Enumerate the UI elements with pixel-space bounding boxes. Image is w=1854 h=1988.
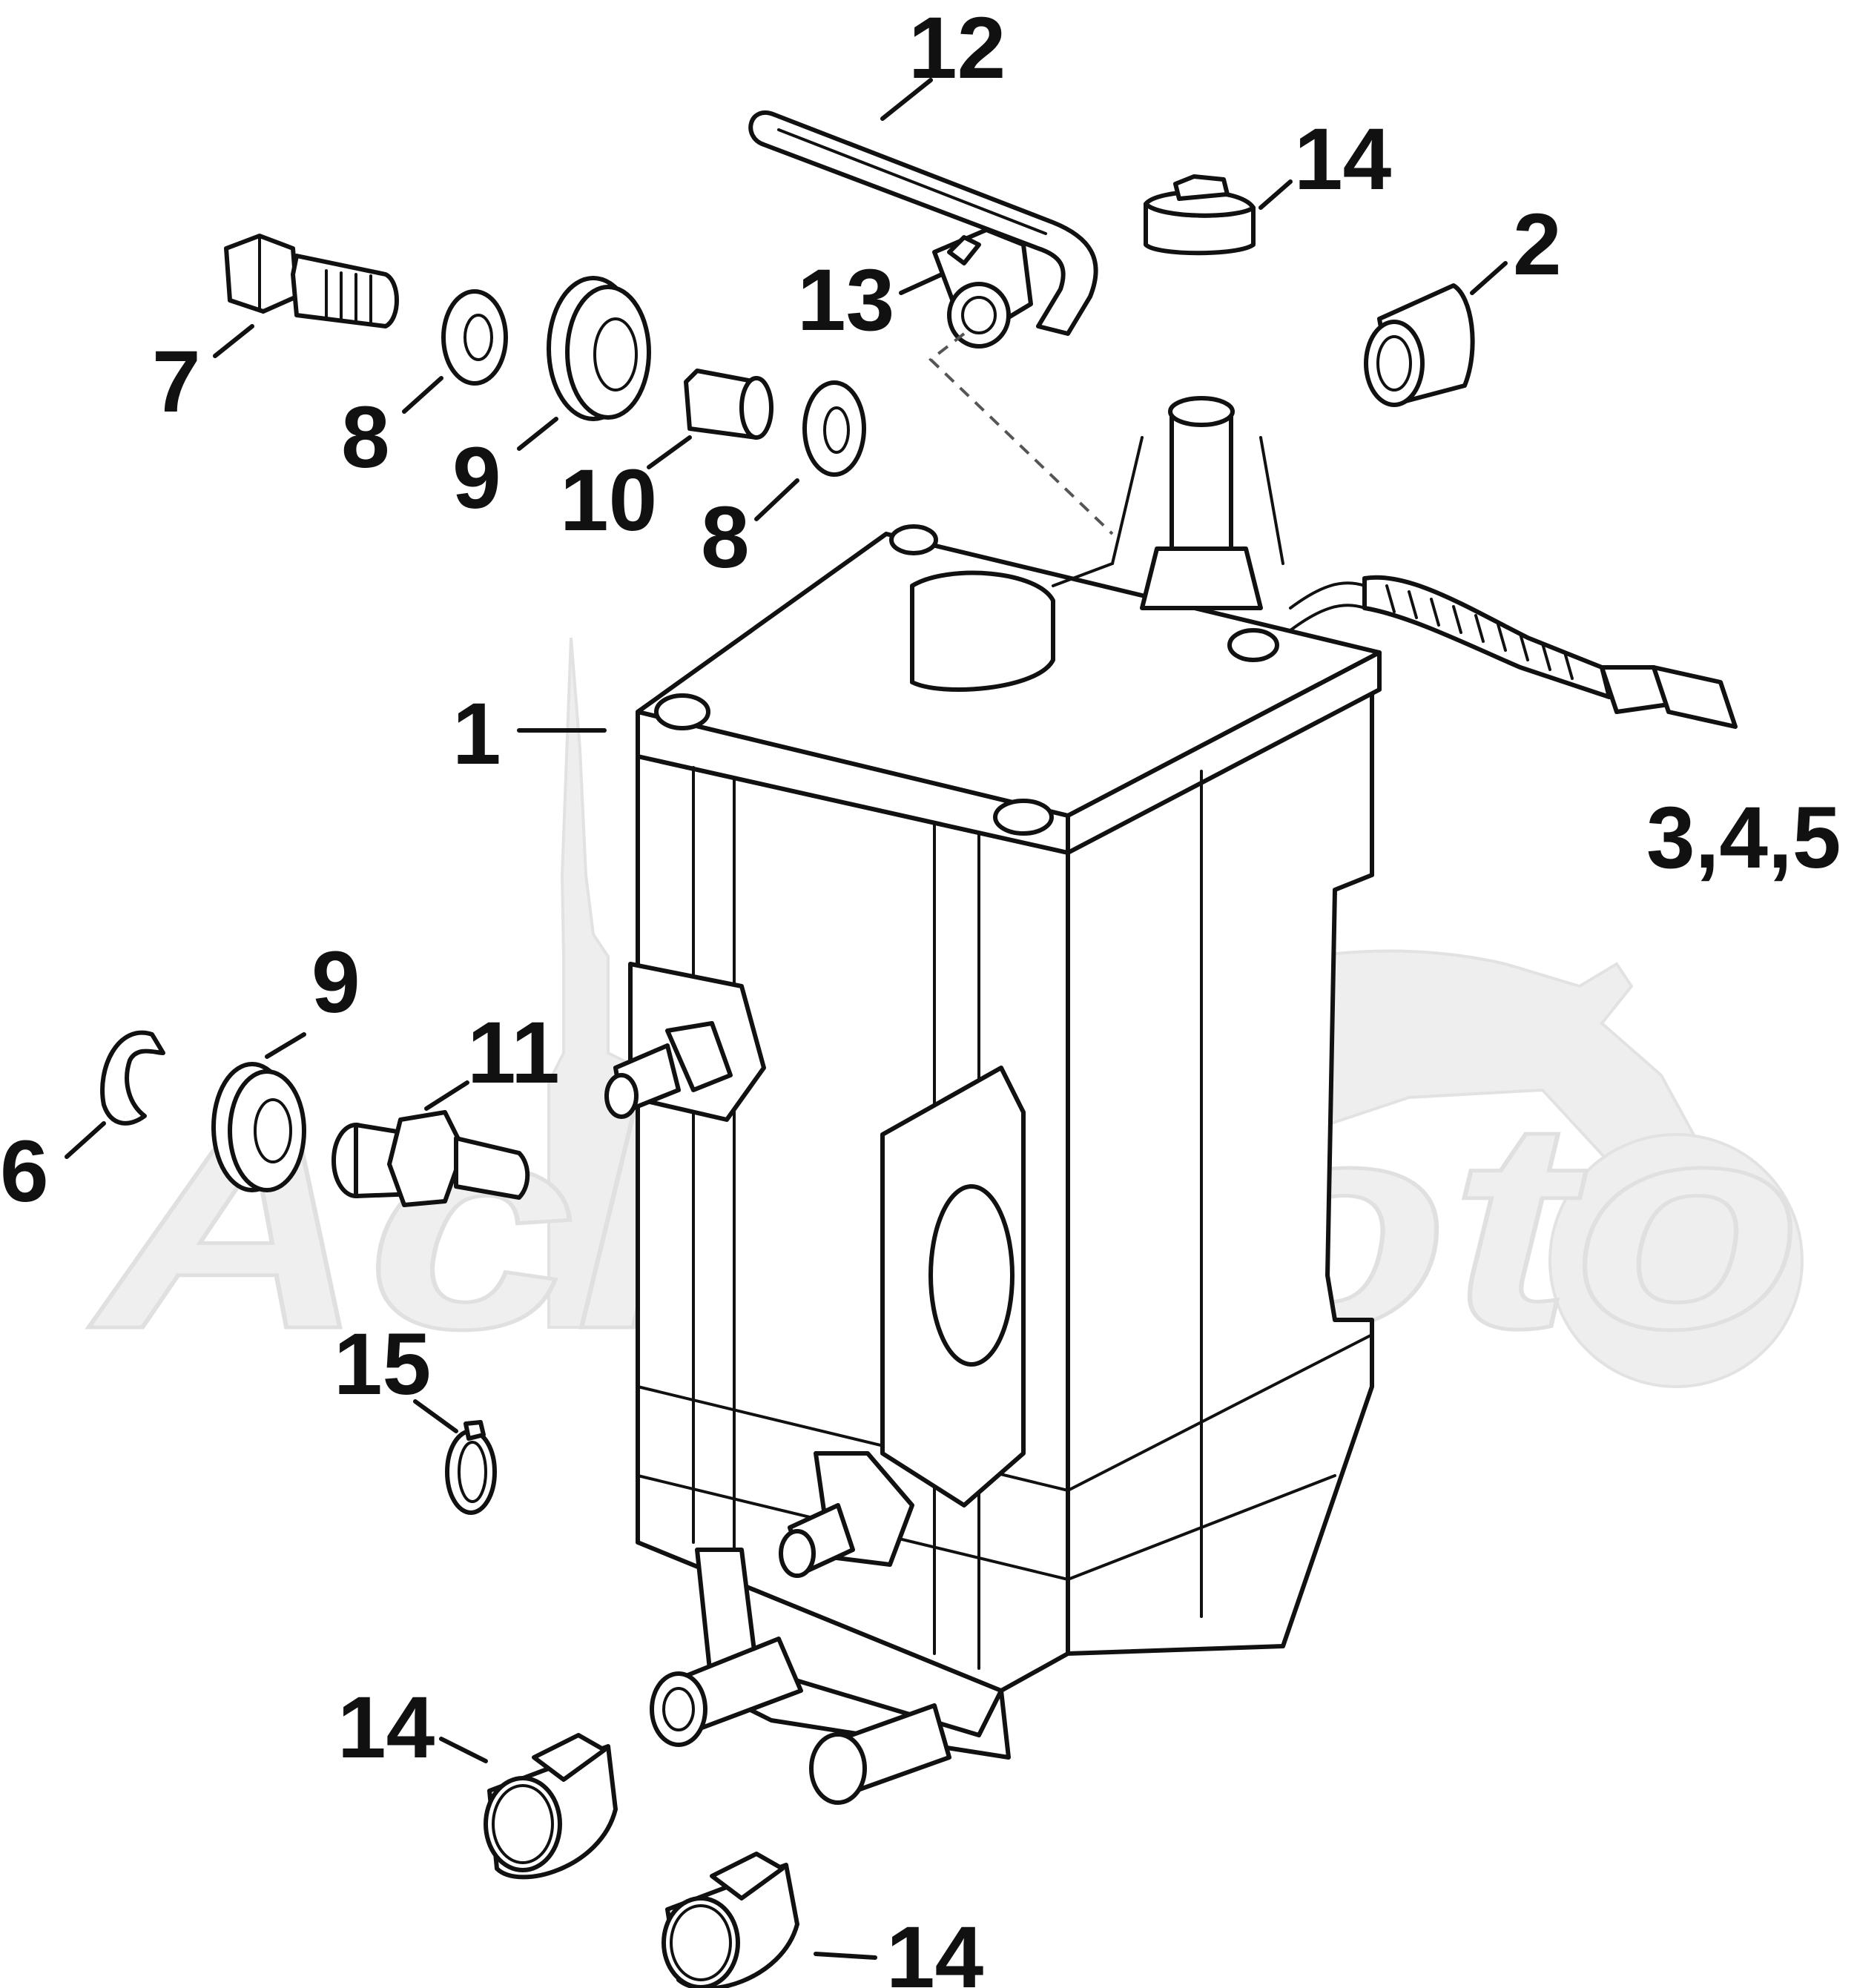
leader-12 — [880, 78, 933, 121]
part-7-bolt — [224, 234, 399, 328]
leader-15 — [413, 1399, 458, 1433]
leader-8-upper — [402, 376, 443, 414]
part-13-fitting — [932, 228, 1033, 349]
part-9-grommet-lower — [211, 1062, 306, 1192]
leader-14-top — [1258, 179, 1293, 210]
callout-8-upper: 8 — [341, 389, 390, 486]
callout-6: 6 — [0, 1123, 49, 1221]
part-10-spacer — [684, 369, 773, 440]
leader-11 — [424, 1080, 469, 1111]
part-1-lower-barb — [779, 1451, 914, 1578]
callout-14-top: 14 — [1294, 110, 1391, 208]
callout-10: 10 — [560, 452, 657, 549]
callout-3-4-5: 3,4,5 — [1646, 789, 1841, 887]
part-1-main-body — [636, 396, 1382, 1760]
leader-9-upper — [517, 417, 558, 451]
leader-6 — [65, 1121, 106, 1159]
leader-13 — [899, 272, 944, 295]
leader-14-lower-left — [439, 1737, 488, 1763]
part-8-washer-upper — [441, 289, 508, 386]
leader-7 — [213, 324, 254, 358]
part-9-grommet-upper — [547, 276, 651, 421]
callout-9-lower: 9 — [311, 934, 360, 1031]
callout-14-lower-right: 14 — [886, 1909, 983, 1988]
part-14-clamp-lower-right — [662, 1852, 799, 1988]
leader-8-lower — [754, 478, 799, 521]
leader-14-lower-right — [814, 1952, 877, 1960]
callout-7: 7 — [152, 333, 201, 431]
callout-8-lower: 8 — [701, 489, 750, 587]
callout-12: 12 — [908, 0, 1006, 97]
leader-lines — [65, 78, 1508, 1960]
part-3-4-5-harness — [1289, 575, 1738, 729]
part-2-cap — [1364, 283, 1475, 407]
leader-10 — [647, 435, 692, 469]
part-14-clamp-top — [1144, 174, 1256, 256]
part-12-hose — [748, 110, 1098, 336]
callout-14-lower-left: 14 — [337, 1679, 435, 1777]
callout-11: 11 — [467, 1004, 560, 1102]
part-11-fitting — [331, 1110, 530, 1207]
watermark-wheel-front — [1548, 1133, 1804, 1388]
assembly-line-13 — [928, 332, 1114, 535]
callout-15: 15 — [334, 1315, 431, 1413]
part-1-outlet-pipes — [650, 1637, 951, 1805]
leader-2 — [1470, 261, 1508, 295]
part-15-small-clamp — [445, 1420, 497, 1515]
callout-1: 1 — [452, 685, 501, 783]
callout-2: 2 — [1513, 196, 1562, 294]
part-8-washer-lower — [802, 380, 866, 477]
callout-13: 13 — [797, 251, 894, 349]
part-1-upper-barb — [604, 962, 766, 1122]
leader-9-lower — [265, 1032, 306, 1059]
part-6-e-clip — [100, 1030, 165, 1126]
callout-9-upper: 9 — [452, 429, 501, 527]
part-14-clamp-lower-left — [484, 1733, 618, 1880]
